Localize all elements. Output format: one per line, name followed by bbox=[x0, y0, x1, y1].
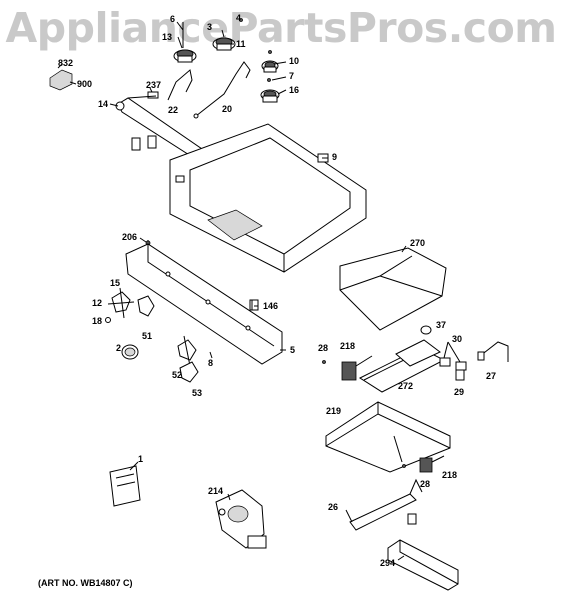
callout-270: 270 bbox=[410, 238, 425, 248]
callout-294: 294 bbox=[380, 558, 395, 568]
callout-7: 7 bbox=[289, 71, 294, 81]
callout-5: 5 bbox=[290, 345, 295, 355]
callout-218-a: 218 bbox=[340, 341, 355, 351]
art-number: (ART NO. WB14807 C) bbox=[38, 578, 133, 588]
orifice-30 bbox=[439, 357, 467, 371]
fitting-29 bbox=[455, 369, 465, 381]
literature-1 bbox=[109, 465, 141, 507]
callout-272: 272 bbox=[398, 381, 413, 391]
callout-20: 20 bbox=[222, 104, 232, 114]
grommet-37 bbox=[420, 325, 432, 335]
callout-12: 12 bbox=[92, 298, 102, 308]
burner-head-13 bbox=[173, 22, 197, 63]
callout-13: 13 bbox=[162, 32, 172, 42]
igniter-218-top bbox=[341, 355, 373, 381]
callout-28-a: 28 bbox=[318, 343, 328, 353]
callout-26: 26 bbox=[328, 502, 338, 512]
callout-900: 900 bbox=[77, 79, 92, 89]
callout-8: 8 bbox=[208, 358, 213, 368]
callout-206: 206 bbox=[122, 232, 137, 242]
callout-labels: 6 3 4 13 11 10 7 16 832 900 237 14 22 20… bbox=[58, 13, 496, 568]
burner-head-10 bbox=[261, 60, 279, 73]
callout-218-b: 218 bbox=[442, 470, 457, 480]
tube-26 bbox=[349, 478, 423, 531]
burner-plate-270 bbox=[339, 247, 447, 331]
callout-6: 6 bbox=[170, 14, 175, 24]
callout-18: 18 bbox=[92, 316, 102, 326]
callout-29: 29 bbox=[454, 387, 464, 397]
callout-10: 10 bbox=[289, 56, 299, 66]
callout-28-b: 28 bbox=[420, 479, 430, 489]
callout-16: 16 bbox=[289, 85, 299, 95]
regulator-214 bbox=[215, 489, 267, 549]
callout-27: 27 bbox=[486, 371, 496, 381]
callout-1: 1 bbox=[138, 454, 143, 464]
tube-27 bbox=[477, 341, 509, 362]
valve-15 bbox=[107, 287, 135, 319]
burner-head-11 bbox=[212, 29, 236, 51]
burner-box-9 bbox=[169, 123, 367, 273]
valve-53 bbox=[179, 361, 199, 383]
callout-214: 214 bbox=[208, 486, 223, 496]
callout-4: 4 bbox=[236, 13, 241, 23]
callout-219: 219 bbox=[326, 406, 341, 416]
clip-146 bbox=[251, 299, 259, 311]
callout-14: 14 bbox=[98, 99, 108, 109]
burner-head-16 bbox=[260, 89, 280, 103]
fitting-237 bbox=[147, 91, 159, 99]
leader-lines bbox=[69, 21, 461, 561]
callout-30: 30 bbox=[452, 334, 462, 344]
callout-237: 237 bbox=[146, 80, 161, 90]
callout-52: 52 bbox=[172, 370, 182, 380]
valve-51 bbox=[137, 295, 155, 317]
callout-53: 53 bbox=[192, 388, 202, 398]
callout-3: 3 bbox=[207, 22, 212, 32]
callout-2: 2 bbox=[116, 343, 121, 353]
callout-51: 51 bbox=[142, 331, 152, 341]
tube-20 bbox=[193, 61, 251, 119]
callout-9: 9 bbox=[332, 152, 337, 162]
callout-37: 37 bbox=[436, 320, 446, 330]
callout-146: 146 bbox=[263, 301, 278, 311]
callout-11: 11 bbox=[236, 39, 246, 49]
tube-22 bbox=[167, 69, 193, 101]
knob-2 bbox=[121, 344, 139, 360]
burner-tube-272 bbox=[358, 339, 446, 393]
burner-baffle-219 bbox=[325, 401, 451, 473]
watermark: AppliancePartsPros.com bbox=[5, 4, 557, 52]
bracket-900 bbox=[49, 63, 73, 91]
valve-52 bbox=[177, 335, 197, 367]
igniter-218-bottom bbox=[419, 455, 445, 473]
callout-22: 22 bbox=[168, 105, 178, 115]
bracket-294 bbox=[387, 539, 459, 591]
callout-15: 15 bbox=[110, 278, 120, 288]
callout-832: 832 bbox=[58, 58, 73, 68]
